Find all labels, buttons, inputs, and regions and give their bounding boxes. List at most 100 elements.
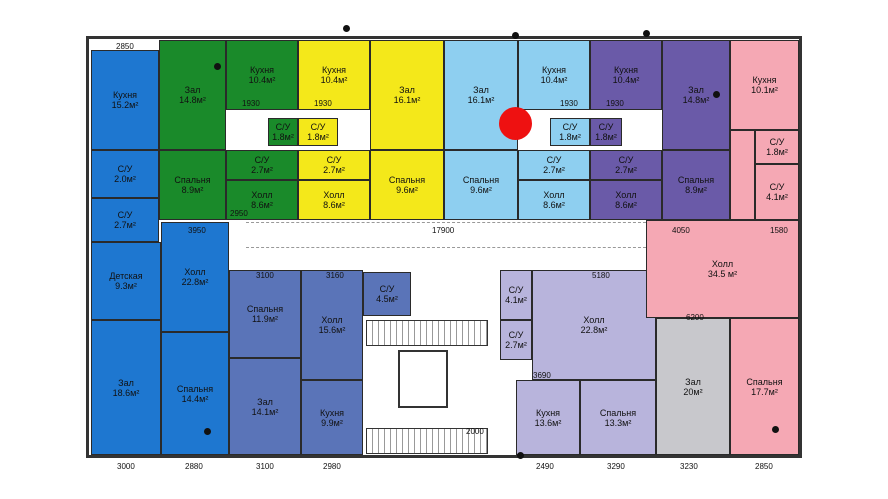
room-bedroom: Спальня 8.9м² — [662, 150, 730, 220]
dim-label: 1930 — [242, 99, 260, 108]
outer-wall-left — [86, 36, 89, 458]
room-name: Спальня — [746, 376, 783, 387]
room-area: 13.3м² — [604, 417, 632, 428]
room-area: 2.7м² — [114, 220, 136, 230]
room-area: 14.4м² — [181, 393, 209, 404]
room-kitchen: Кухня 15.2м² — [91, 50, 159, 150]
dim-label: 3690 — [533, 371, 551, 380]
room-bathroom: С/У 1.8м² — [755, 130, 799, 164]
room-name: Зал — [257, 396, 273, 407]
room-area: 4.1м² — [766, 192, 788, 202]
dim-bottom: 3290 — [607, 462, 625, 471]
marker-dot — [512, 32, 519, 39]
room-name: Зал — [118, 377, 134, 388]
room-area: 14.8м² — [179, 95, 206, 105]
room-name: С/У — [508, 330, 524, 340]
room-bathroom: С/У 1.8м² — [550, 118, 590, 146]
dim-bottom: 3000 — [117, 462, 135, 471]
location-marker[interactable] — [499, 107, 532, 140]
dim-label: 1580 — [770, 226, 788, 235]
room-area: 2.7м² — [543, 165, 565, 175]
room-name: Кухня — [541, 65, 567, 75]
dim-bottom: 2980 — [323, 462, 341, 471]
room-kitchen: Кухня 10.1м² — [730, 40, 799, 130]
dim-label: 5180 — [592, 271, 610, 280]
room-bathroom: С/У 2.7м² — [500, 320, 532, 360]
room-living: Зал 14.8м² — [159, 40, 226, 150]
marker-dot — [772, 426, 779, 433]
room-hall: Холл 22.8м² — [532, 270, 656, 380]
room-bathroom: С/У 4.5м² — [363, 272, 411, 316]
room-bathroom: С/У 2.7м² — [518, 150, 590, 180]
room-bedroom: Спальня 14.4м² — [161, 332, 229, 455]
room-bathroom: С/У 2.7м² — [590, 150, 662, 180]
marker-dot — [204, 428, 211, 435]
room-name: С/У — [769, 137, 785, 147]
room-name: С/У — [117, 164, 133, 174]
room-bathroom: С/У 1.8м² — [268, 118, 298, 146]
staircase — [366, 320, 488, 346]
outer-wall-bottom — [86, 455, 802, 458]
room-area: 8.6м² — [323, 200, 345, 210]
room-bedroom: Спальня 11.9м² — [229, 270, 301, 358]
room-area: 9.3м² — [115, 281, 137, 291]
marker-dot — [643, 30, 650, 37]
dim-label: 1930 — [560, 99, 578, 108]
room-area: 9.6м² — [470, 185, 492, 195]
room-area: 22.8м² — [580, 325, 608, 335]
room-area: 20м² — [683, 386, 703, 397]
marker-dot — [343, 25, 350, 32]
room-area: 4.1м² — [505, 295, 527, 305]
room-area: 8.9м² — [181, 185, 204, 195]
room-area: 11.9м² — [251, 314, 279, 324]
room-area: 18.6м² — [112, 387, 140, 398]
room-living: Зал 16.1м² — [370, 40, 444, 150]
room-area: 22.8м² — [181, 277, 209, 287]
dim-label: 1930 — [314, 99, 332, 108]
room-kitchen: Кухня 10.4м² — [298, 40, 370, 110]
room-area: 8.6м² — [615, 200, 637, 210]
room-area: 15.6м² — [318, 325, 346, 335]
room-name: Холл — [184, 267, 206, 277]
room-kitchen: Кухня 10.4м² — [590, 40, 662, 110]
room-area: 2.7м² — [615, 165, 637, 175]
room-area: 10.4м² — [248, 75, 276, 85]
room-area: 17.7м² — [751, 386, 778, 397]
dim-label: 6200 — [686, 313, 704, 322]
room-name: Зал — [184, 85, 201, 95]
dim-label: 3100 — [256, 271, 274, 280]
room-bedroom: Спальня 9.6м² — [370, 150, 444, 220]
outer-wall-right — [799, 36, 802, 458]
room-name: С/У — [117, 210, 133, 220]
elevator-shaft — [398, 350, 448, 408]
room-area: 14.1м² — [251, 406, 279, 417]
room-area: 16.1м² — [467, 95, 495, 105]
room-name: С/У — [562, 122, 578, 132]
room-hall: Холл 8.6м² — [226, 180, 298, 220]
room-area: 4.5м² — [376, 294, 398, 304]
room-area: 9.6м² — [396, 185, 418, 195]
room-hall: Холл 22.8м² — [161, 222, 229, 332]
room-name: Кухня — [752, 75, 777, 85]
dim-bottom: 3230 — [680, 462, 698, 471]
room-name: Спальня — [246, 304, 284, 314]
room-bathroom: С/У 2.7м² — [298, 150, 370, 180]
room-name: Холл — [543, 190, 565, 200]
room-kitchen: Кухня 10.4м² — [226, 40, 298, 110]
room-kids: Детская 9.3м² — [91, 242, 161, 320]
room-area: 1.8м² — [766, 147, 788, 157]
dim-label: 3950 — [188, 226, 206, 235]
room-name: С/У — [769, 182, 785, 192]
room-area: 8.6м² — [251, 200, 273, 210]
room-area: 16.1м² — [393, 95, 421, 105]
room-name: Кухня — [249, 65, 275, 75]
room-area: 34.5 м² — [707, 269, 738, 279]
room-name: Спальня — [388, 175, 426, 185]
room-area: 2.7м² — [251, 165, 273, 175]
room-name: Холл — [321, 315, 343, 325]
room-kitchen: Кухня 9.9м² — [301, 380, 363, 455]
room-name: Кухня — [535, 407, 561, 418]
room-name: Кухня — [112, 90, 138, 100]
room-name: С/У — [379, 284, 395, 294]
